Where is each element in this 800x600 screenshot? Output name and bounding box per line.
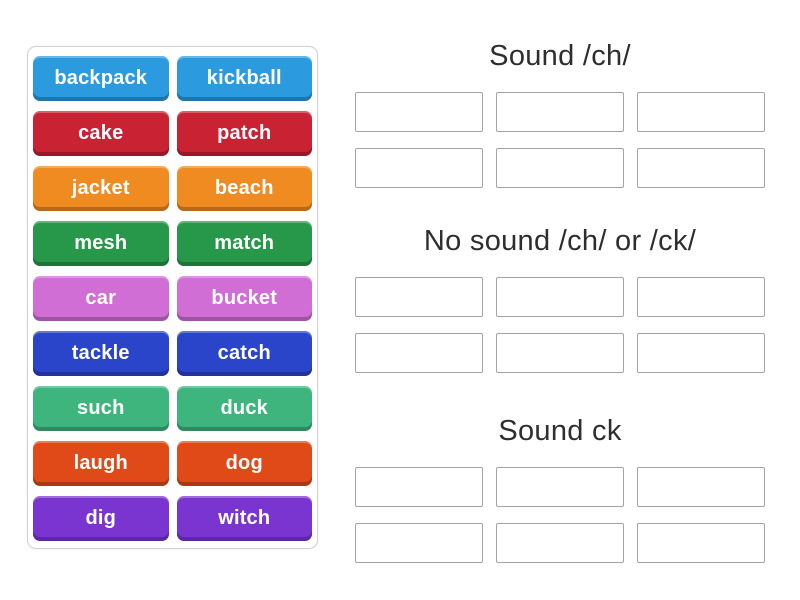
group-section-3: Sound ck (355, 415, 765, 563)
word-tile-car[interactable]: car (33, 276, 169, 321)
drop-slot[interactable] (637, 467, 765, 507)
word-tile-laugh[interactable]: laugh (33, 441, 169, 486)
drop-slot[interactable] (496, 277, 624, 317)
word-tile-dig[interactable]: dig (33, 496, 169, 541)
drop-slot[interactable] (637, 148, 765, 188)
word-tile-beach[interactable]: beach (176, 166, 312, 211)
drop-slot[interactable] (496, 148, 624, 188)
drop-slot[interactable] (355, 467, 483, 507)
drop-slot[interactable] (355, 92, 483, 132)
word-tile-dog[interactable]: dog (176, 441, 312, 486)
group-section-2: No sound /ch/ or /ck/ (355, 225, 765, 373)
drop-slot[interactable] (355, 148, 483, 188)
drop-slot[interactable] (355, 333, 483, 373)
drop-slot[interactable] (496, 333, 624, 373)
word-tile-duck[interactable]: duck (176, 386, 312, 431)
group-title: No sound /ch/ or /ck/ (423, 225, 697, 257)
word-tile-cake[interactable]: cake (33, 111, 169, 156)
drop-slot[interactable] (637, 523, 765, 563)
drop-slot[interactable] (637, 92, 765, 132)
word-tile-bucket[interactable]: bucket (176, 276, 312, 321)
word-tile-witch[interactable]: witch (176, 496, 312, 541)
drop-slot[interactable] (496, 523, 624, 563)
word-tile-kickball[interactable]: kickball (176, 56, 312, 101)
word-tile-jacket[interactable]: jacket (33, 166, 169, 211)
word-tile-backpack[interactable]: backpack (33, 56, 169, 101)
answer-groups: Sound /ch/No sound /ch/ or /ck/Sound ck (355, 40, 765, 563)
group-title: Sound ck (498, 415, 622, 447)
slot-grid (355, 467, 765, 563)
drop-slot[interactable] (637, 333, 765, 373)
drop-slot[interactable] (637, 277, 765, 317)
drop-slot[interactable] (496, 92, 624, 132)
word-tile-patch[interactable]: patch (176, 111, 312, 156)
slot-grid (355, 92, 765, 188)
word-tile-tackle[interactable]: tackle (33, 331, 169, 376)
drop-slot[interactable] (355, 277, 483, 317)
slot-grid (355, 277, 765, 373)
word-tile-such[interactable]: such (33, 386, 169, 431)
group-section-1: Sound /ch/ (355, 40, 765, 188)
word-tile-catch[interactable]: catch (176, 331, 312, 376)
group-title: Sound /ch/ (489, 40, 631, 72)
drop-slot[interactable] (355, 523, 483, 563)
drop-slot[interactable] (496, 467, 624, 507)
word-tile-mesh[interactable]: mesh (33, 221, 169, 266)
word-tile-match[interactable]: match (176, 221, 312, 266)
